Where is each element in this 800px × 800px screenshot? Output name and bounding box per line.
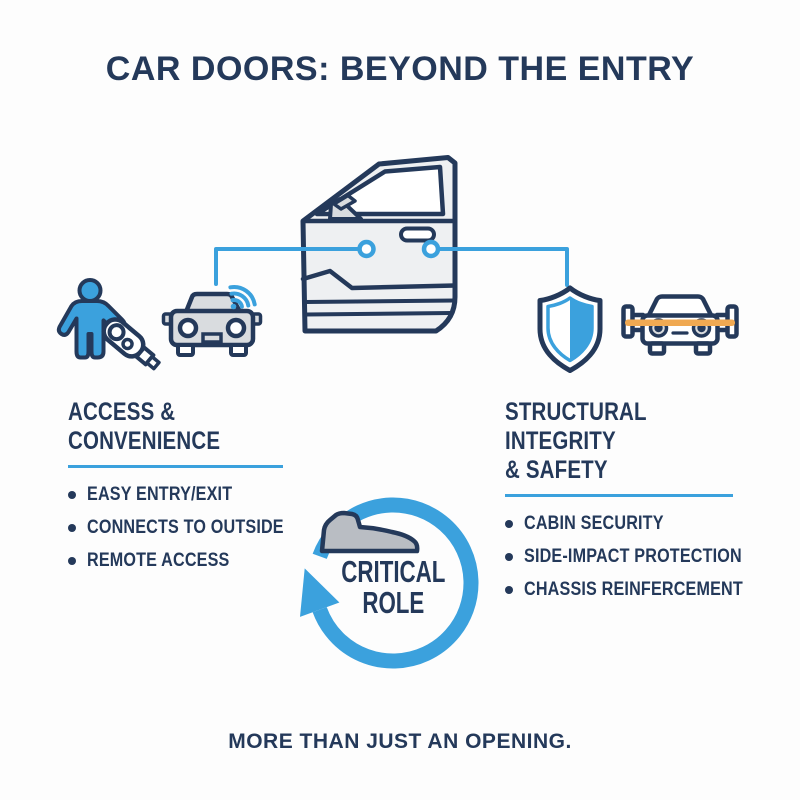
page-title: CAR DOORS: BEYOND THE ENTRY (0, 50, 800, 89)
heading-underline (505, 494, 733, 497)
shield-icon (537, 285, 603, 373)
heading-underline (68, 465, 283, 468)
car-silhouette-icon (319, 510, 420, 554)
bullet-text: CABIN SECURITY (524, 512, 664, 534)
list-item: CABIN SECURITY (505, 512, 765, 534)
footer-text: MORE THAN JUST AN OPENING. (228, 730, 572, 753)
impact-beam (625, 319, 735, 326)
page-title-text: CAR DOORS: BEYOND THE ENTRY (105, 50, 695, 88)
list-item: SIDE-IMPACT PROTECTION (505, 545, 765, 567)
bullet-text: SIDE-IMPACT PROTECTION (524, 545, 742, 567)
bullet-dot-icon (68, 523, 76, 532)
car-door-icon (300, 155, 458, 334)
list-item: CHASSIS REINFERCEMENT (505, 578, 765, 600)
bullet-text: EASY ENTRY/EXIT (87, 483, 233, 505)
car-with-wireless-signal-icon (161, 284, 263, 357)
wifi-signal-icon (228, 284, 257, 310)
bullet-text: CHASSIS REINFERCEMENT (524, 578, 743, 600)
bullet-text: CONNECTS TO OUTSIDE (87, 516, 284, 538)
section-heading: ACCESS & CONVENIENCE (68, 398, 221, 455)
bullet-dot-icon (505, 552, 513, 561)
connector-lines (214, 239, 569, 287)
bullet-dot-icon (68, 556, 76, 565)
bullet-text: REMOTE ACCESS (87, 549, 230, 571)
circular-arrow-icon (300, 497, 479, 669)
bullet-dot-icon (505, 519, 513, 528)
critical-role-badge: CRITICAL ROLE (273, 556, 513, 618)
access-convenience-section: ACCESS & CONVENIENCE EASY ENTRY/EXIT CON… (68, 398, 328, 584)
person-with-key-fob-icon (56, 278, 161, 371)
list-item: CONNECTS TO OUTSIDE (68, 516, 328, 538)
footer-tagline: MORE THAN JUST AN OPENING. (0, 730, 800, 754)
list-item: REMOTE ACCESS (68, 549, 328, 571)
bullet-dot-icon (68, 490, 76, 499)
bullet-list: EASY ENTRY/EXIT CONNECTS TO OUTSIDE REMO… (68, 483, 328, 571)
bullet-dot-icon (505, 585, 513, 594)
section-heading: STRUCTURAL INTEGRITY & SAFETY (505, 398, 647, 484)
critical-role-label: CRITICAL ROLE (340, 554, 446, 620)
structural-safety-section: STRUCTURAL INTEGRITY & SAFETY CABIN SECU… (505, 398, 765, 613)
bullet-list: CABIN SECURITY SIDE-IMPACT PROTECTION CH… (505, 512, 765, 600)
car-with-side-impact-beam-icon (621, 294, 739, 356)
list-item: EASY ENTRY/EXIT (68, 483, 328, 505)
